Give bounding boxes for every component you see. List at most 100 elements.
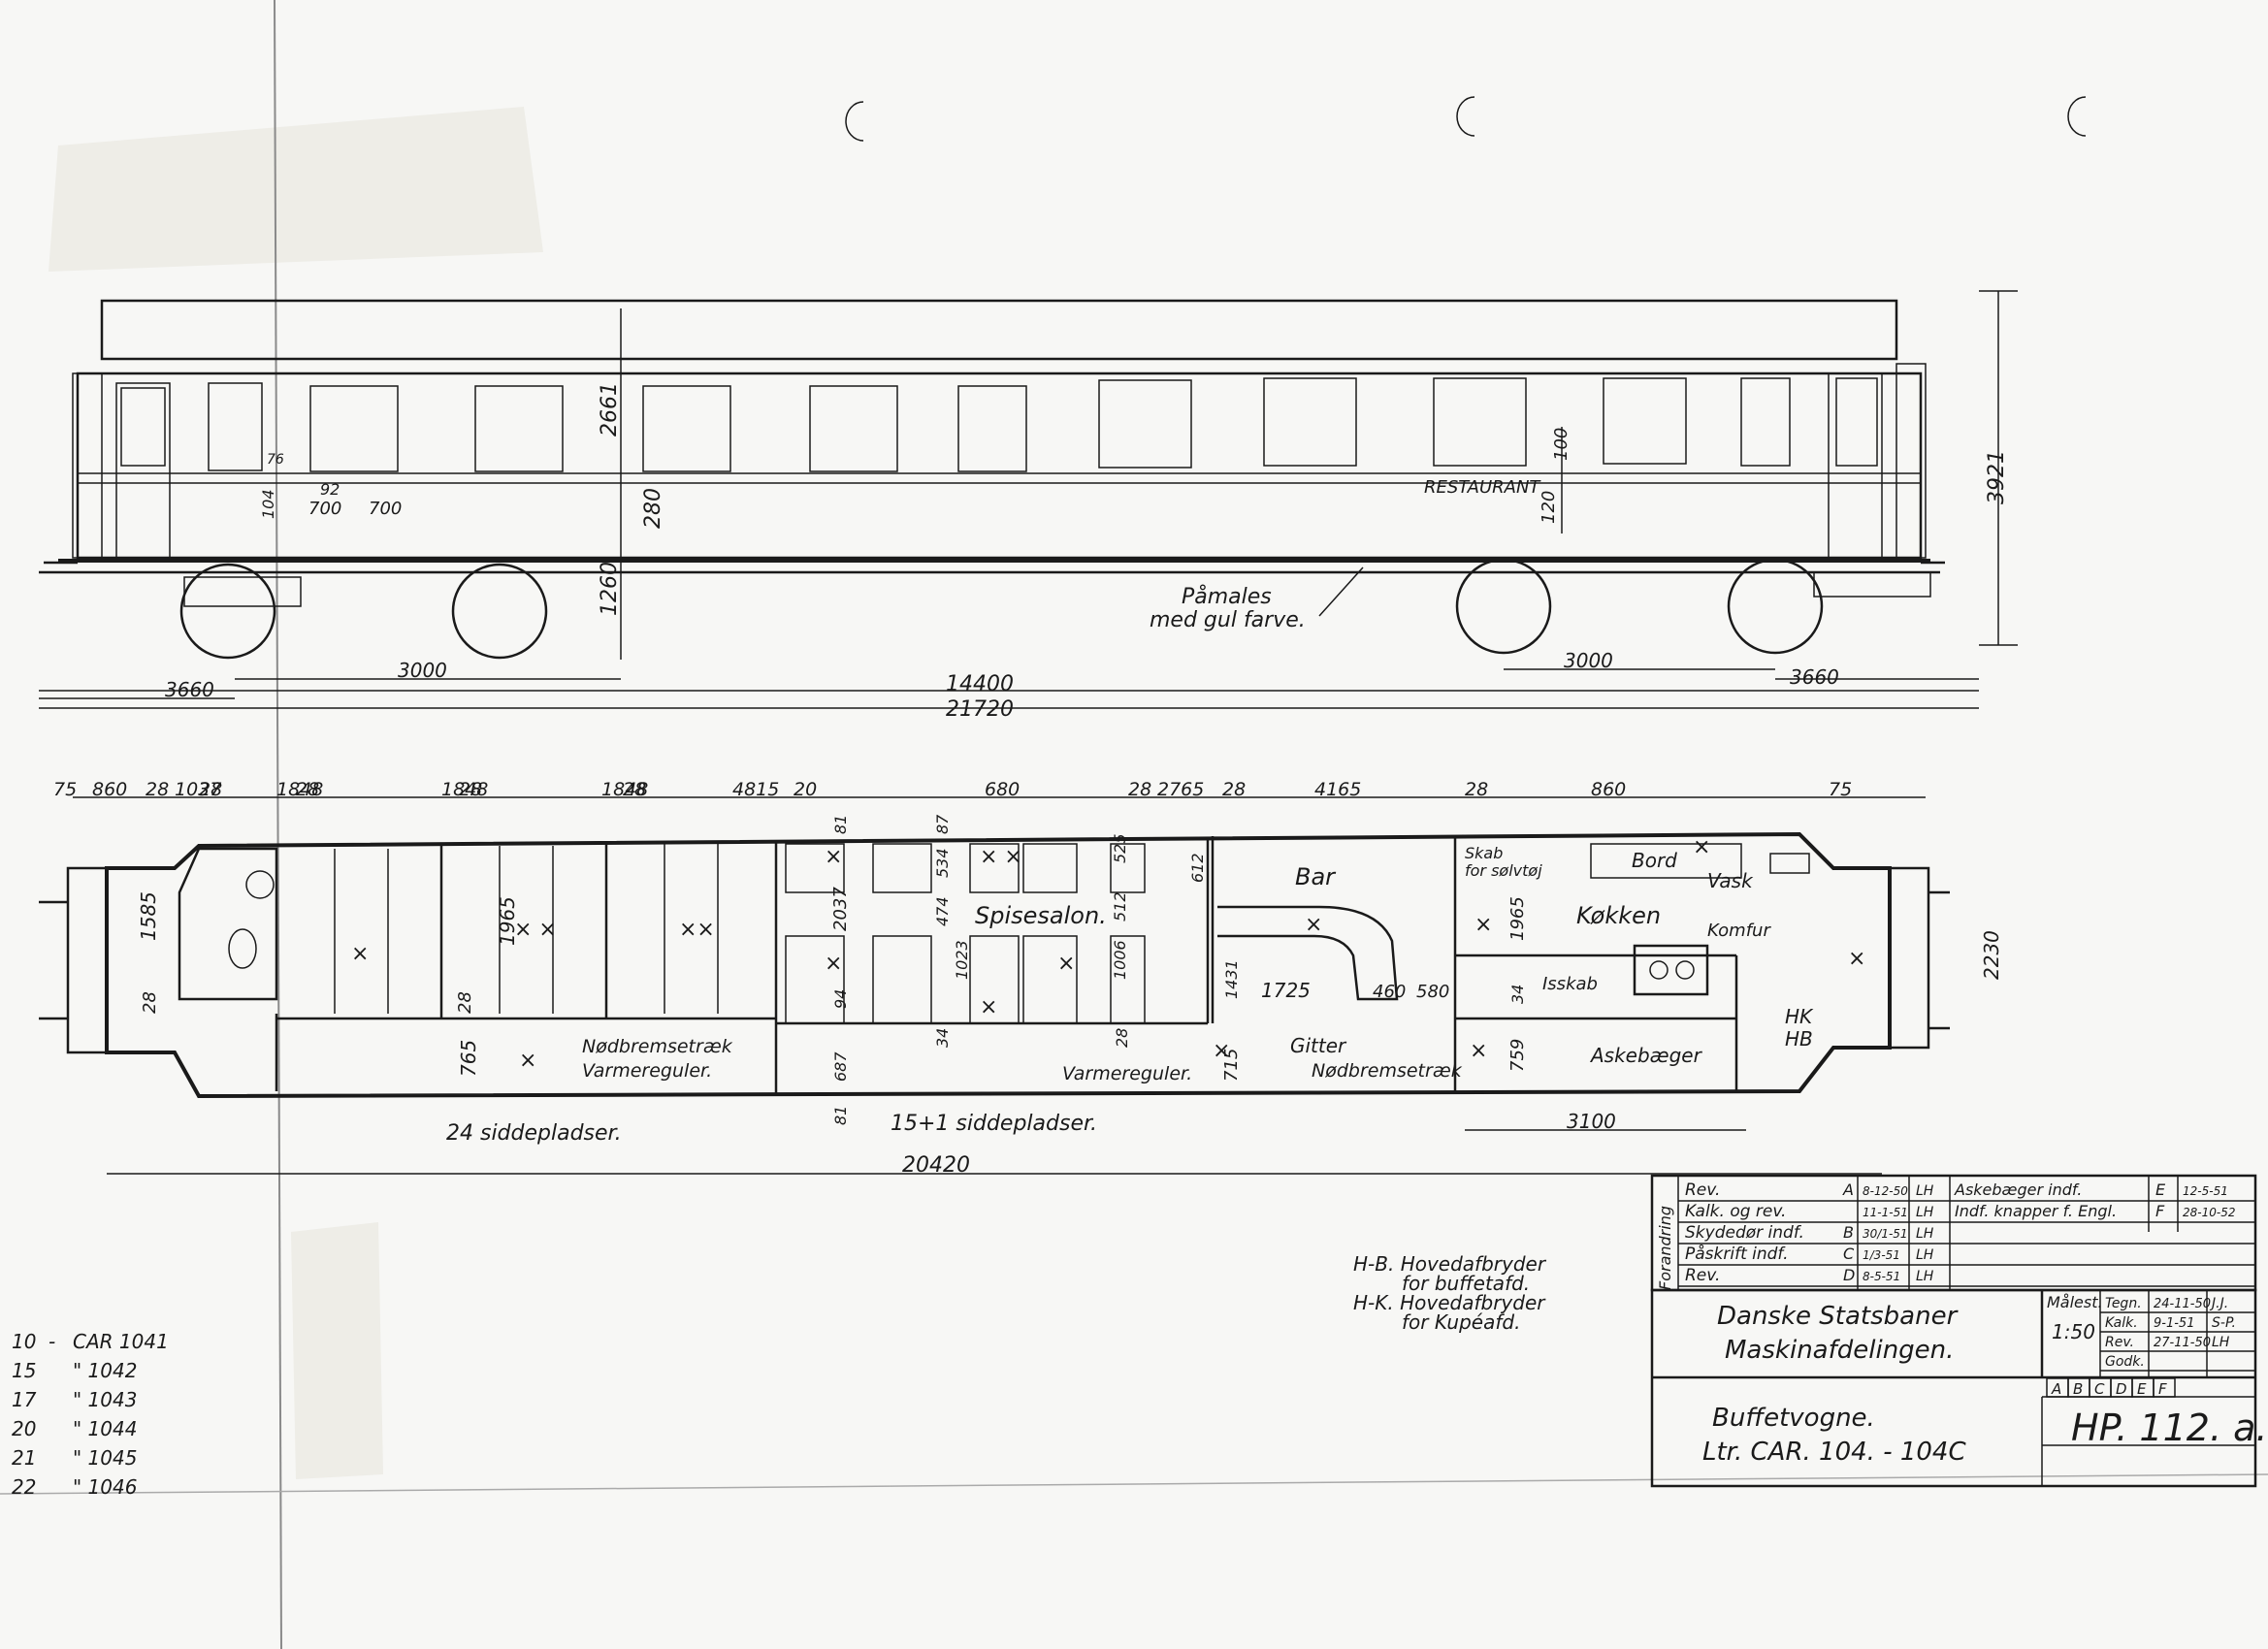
svg-text:×: × <box>1848 947 1865 971</box>
plan-top-dim: 1848 <box>601 779 648 800</box>
signature-date: 27-11-50 <box>2154 1336 2211 1350</box>
signature-date: 24-11-50 <box>2154 1297 2211 1311</box>
legend-hk-line1: H-K. Hovedafbryder <box>1353 1291 1546 1314</box>
plan-top-dim: 28 <box>296 779 319 800</box>
dim-1023: 1023 <box>953 940 971 980</box>
svg-text:×: × <box>519 1049 536 1073</box>
svg-text:×: × <box>1474 913 1492 937</box>
label-seats-24: 24 siddepladser. <box>446 1121 622 1146</box>
dim-700-a: 700 <box>308 499 341 519</box>
svg-text:× ×: × × <box>980 845 1022 869</box>
car-list-name: " 1045 <box>73 1446 137 1470</box>
revision-sign: LH <box>1916 1226 1934 1242</box>
revision-letter: B <box>1843 1223 1854 1242</box>
dim-512: 512 <box>1111 891 1129 922</box>
plan-top-dim: 860 <box>92 779 127 800</box>
revision-date: 11-1-51 <box>1863 1206 1908 1219</box>
legend-hb-line1: H-B. Hovedafbryder <box>1353 1252 1547 1276</box>
revision-letter-box-text: B <box>2073 1380 2083 1398</box>
room-label-bar: Bar <box>1295 863 1337 890</box>
dim-34-a: 34 <box>933 1028 952 1048</box>
label-seats-15-1: 15+1 siddepladser. <box>891 1112 1097 1136</box>
svg-text:×: × <box>1693 835 1710 859</box>
signature-role: Kalk. <box>2105 1315 2138 1331</box>
label-nodbremsetraek-a: Nødbremsetræk <box>582 1036 733 1057</box>
revision-letter: D <box>1843 1266 1855 1284</box>
dim-104: 104 <box>259 489 277 519</box>
dim-534: 534 <box>933 848 952 878</box>
revision-text: Påskrift indf. <box>1685 1244 1789 1264</box>
dim-20420: 20420 <box>902 1153 970 1178</box>
svg-text:×: × <box>825 952 842 976</box>
dim-765: 765 <box>457 1040 480 1077</box>
dim-460: 460 <box>1373 982 1406 1002</box>
dim-580: 580 <box>1416 982 1449 1002</box>
dim-3660-left: 3660 <box>165 678 214 701</box>
revision-sign: LH <box>1916 1269 1934 1284</box>
plan-top-dim: 1848 <box>276 779 323 800</box>
toilet-compartment <box>178 847 278 1001</box>
legend-hk-line2: for Kupéafd. <box>1402 1310 1520 1334</box>
stove <box>1633 944 1709 996</box>
signature-role: Tegn. <box>2105 1296 2142 1311</box>
dim-3000-right: 3000 <box>1564 649 1613 672</box>
bogie-right <box>1455 558 1931 655</box>
side-elevation: 2661 280 1260 3921 100 120 104 92 76 700… <box>39 290 2018 722</box>
entry-door-right <box>1828 372 1883 559</box>
dim-34-b: 34 <box>1508 985 1527 1004</box>
revision-letter-right: E <box>2155 1180 2166 1199</box>
car-list-number: 22 <box>12 1475 36 1499</box>
car-list-separator: - <box>49 1330 55 1353</box>
car-list-name: " 1046 <box>73 1475 137 1499</box>
entry-door-left <box>115 382 171 559</box>
revision-date-right: 12-5-51 <box>2183 1184 2228 1198</box>
end-bellows-left <box>72 372 103 559</box>
label-nodbremsetraek-b: Nødbremsetræk <box>1312 1060 1463 1082</box>
revision-text: Skydedør indf. <box>1685 1223 1804 1243</box>
punch-hole-center <box>1456 96 1475 137</box>
revision-sign: LH <box>1916 1247 1934 1263</box>
signature-date: 9-1-51 <box>2154 1316 2194 1331</box>
room-label-spisesalon: Spisesalon. <box>975 902 1107 929</box>
label-komfur: Komfur <box>1707 921 1771 941</box>
dim-87: 87 <box>933 814 952 834</box>
dim-28-b: 28 <box>455 991 475 1014</box>
scale-label: Målest. <box>2047 1293 2103 1311</box>
tape-strip-top <box>49 107 543 272</box>
dim-3100: 3100 <box>1567 1110 1616 1133</box>
dim-1006: 1006 <box>1111 940 1129 980</box>
dim-2230: 2230 <box>1980 930 2003 980</box>
car-list-number: 21 <box>12 1446 36 1470</box>
svg-text:×: × <box>1305 913 1322 937</box>
punch-hole-right <box>2067 96 2087 137</box>
signature-role: Godk. <box>2105 1354 2145 1370</box>
bogie-left <box>179 563 548 660</box>
car-list-name: " 1044 <box>73 1417 137 1440</box>
dim-1585: 1585 <box>137 891 160 941</box>
plan-top-dim: 1848 <box>441 779 488 800</box>
plan-top-dim: 28 <box>199 779 222 800</box>
end-bellows-right <box>1895 363 1927 559</box>
signature-initials: LH <box>2212 1335 2230 1350</box>
car-list-number: 15 <box>12 1359 36 1382</box>
dim-92: 92 <box>320 480 340 499</box>
dim-700-b: 700 <box>369 499 402 519</box>
revision-date-right: 28-10-52 <box>2183 1206 2235 1219</box>
revision-letter-box-text: E <box>2137 1380 2147 1398</box>
dim-1965-a: 1965 <box>496 896 519 946</box>
svg-text:× ×: × × <box>514 918 557 942</box>
revision-sign: LH <box>1916 1205 1934 1220</box>
dim-81-a: 81 <box>831 815 850 834</box>
dim-474: 474 <box>933 896 952 926</box>
drawing-title-line2: Ltr. CAR. 104. - 104C <box>1702 1438 1966 1467</box>
dim-687: 687 <box>831 1051 850 1082</box>
signature-role: Rev. <box>2105 1335 2134 1350</box>
label-varmereguler-b: Varmereguler. <box>1062 1063 1192 1084</box>
revision-letter: A <box>1842 1180 1854 1199</box>
side-windows <box>120 377 1878 472</box>
platform-right <box>1888 866 1930 1050</box>
legend-hb-line2: for buffetafd. <box>1402 1272 1530 1295</box>
